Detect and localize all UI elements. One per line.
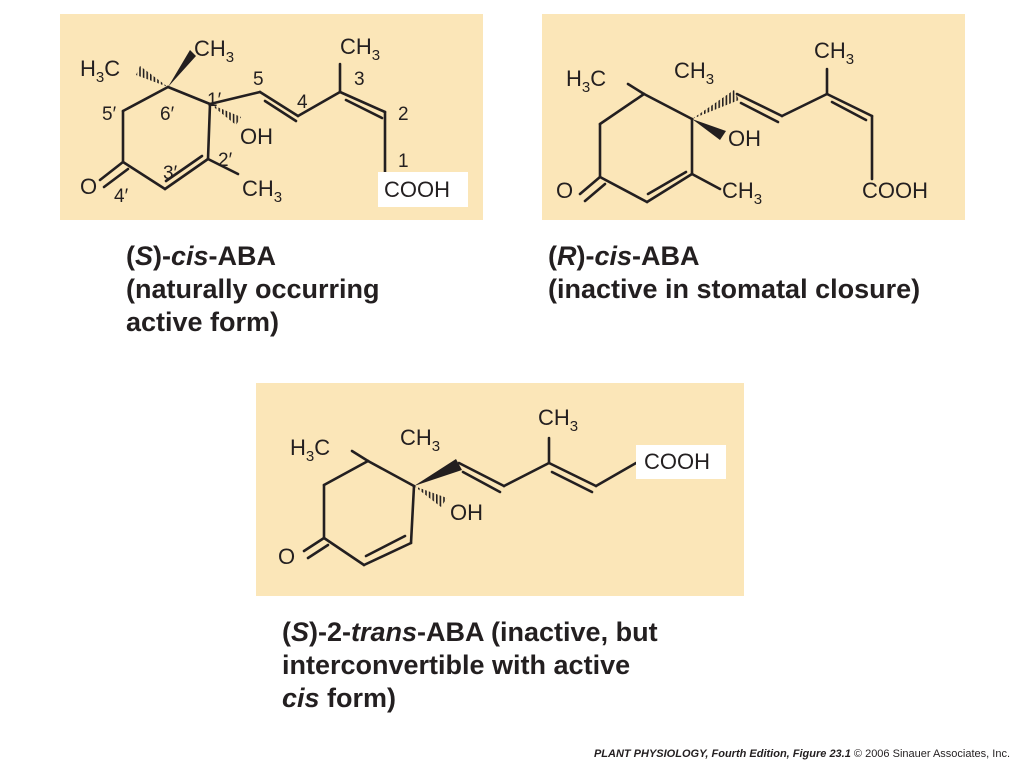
cooh-label: COOH	[384, 177, 450, 202]
ch3-label-6prime: CH3	[194, 36, 234, 66]
caption-s-trans-line2: interconvertible with active	[282, 650, 631, 680]
carbonyl-o-label: O	[556, 178, 573, 203]
position-6prime: 6′	[160, 104, 175, 125]
position-2prime: 2′	[218, 150, 233, 171]
ch3-label-ring-vinyl: CH3	[722, 178, 762, 208]
caption-s-trans-line1: (S)-2-trans-ABA (inactive, but	[282, 617, 658, 647]
position-5prime: 5′	[102, 104, 117, 125]
caption-s-trans-aba: (S)-2-trans-ABA (inactive, but interconv…	[282, 616, 658, 715]
ch3-label-ring: CH3	[400, 425, 440, 455]
h3c-label: H3C	[566, 66, 606, 96]
caption-s-cis-line2: (naturally occurring	[126, 274, 380, 304]
carbonyl-o-label: O	[80, 174, 97, 199]
oh-label: OH	[450, 500, 483, 525]
structure-panel-s-trans: H3C CH3 CH3 OH O COOH	[256, 383, 744, 596]
position-1: 1	[398, 151, 409, 172]
caption-s-cis-line1: (S)-cis-ABA	[126, 241, 277, 271]
h3c-label: H3C	[80, 56, 120, 86]
caption-r-cis-aba: (R)-cis-ABA (inactive in stomatal closur…	[548, 240, 920, 306]
caption-s-cis-aba: (S)-cis-ABA (naturally occurring active …	[126, 240, 380, 339]
oh-label: OH	[728, 126, 761, 151]
ch3-label-ring: CH3	[674, 58, 714, 88]
ch3-label-chain: CH3	[538, 405, 578, 435]
caption-r-cis-line2: (inactive in stomatal closure)	[548, 274, 921, 304]
cooh-label: COOH	[644, 449, 710, 474]
ch3-label-2prime: CH3	[242, 176, 282, 206]
caption-r-cis-line1: (R)-cis-ABA	[548, 241, 700, 271]
r-cis-aba-structure: H3C CH3 CH3 OH CH3 O COOH	[556, 38, 928, 208]
position-4: 4	[297, 92, 308, 113]
ch3-label-3: CH3	[340, 34, 380, 64]
caption-s-trans-line3: cis form)	[282, 683, 397, 713]
position-1prime: 1′	[207, 90, 222, 111]
caption-s-cis-line3: active form)	[126, 307, 280, 337]
structure-panel-s-cis: H3C CH3 CH3 OH CH3 O COOH 5 4 3 2 1 1′ 2…	[60, 14, 483, 220]
position-3: 3	[354, 69, 365, 90]
position-2: 2	[398, 104, 409, 125]
cooh-label: COOH	[862, 178, 928, 203]
h3c-label: H3C	[290, 435, 330, 465]
structure-panel-r-cis: H3C CH3 CH3 OH CH3 O COOH	[542, 14, 965, 220]
position-5: 5	[253, 69, 264, 90]
position-3prime: 3′	[163, 163, 178, 184]
ch3-label-chain: CH3	[814, 38, 854, 68]
s-cis-aba-structure: H3C CH3 CH3 OH CH3 O COOH 5 4 3 2 1 1′ 2…	[80, 34, 468, 207]
figure-credit: PLANT PHYSIOLOGY, Fourth Edition, Figure…	[593, 748, 1010, 760]
oh-label: OH	[240, 124, 273, 149]
s-trans-aba-structure: H3C CH3 CH3 OH O COOH	[278, 405, 726, 569]
position-4prime: 4′	[114, 186, 129, 207]
carbonyl-o-label: O	[278, 544, 295, 569]
